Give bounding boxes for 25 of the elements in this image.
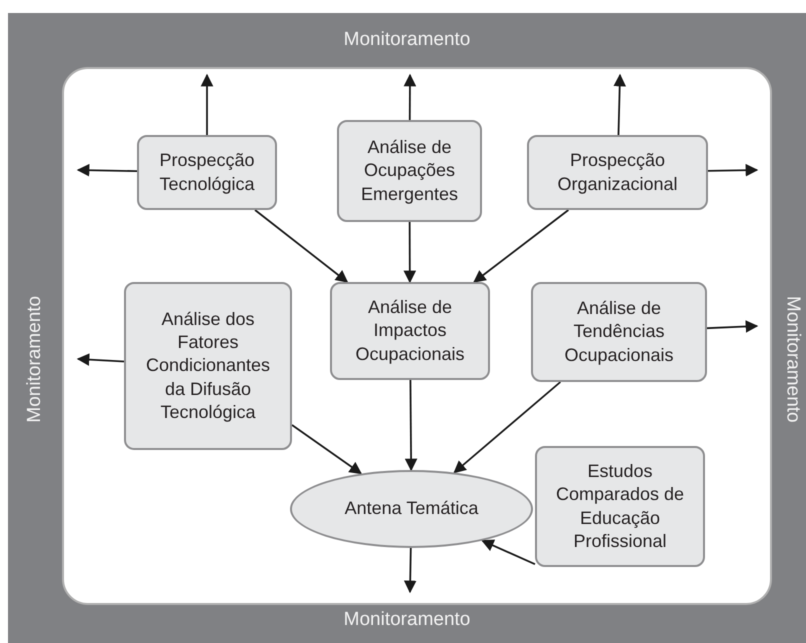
arrow <box>254 209 348 283</box>
process-box: Prospecção Tecnológica <box>137 135 277 210</box>
arrow <box>708 164 758 176</box>
arrow <box>404 222 416 284</box>
arrow <box>291 424 362 474</box>
arrow <box>481 540 536 566</box>
arrow <box>404 548 416 594</box>
band-label: Monitoramento <box>781 296 804 422</box>
arrow <box>404 380 418 472</box>
process-box: Análise de Ocupações Emergentes <box>337 120 482 222</box>
band-label: Monitoramento <box>22 296 46 422</box>
arrow <box>200 74 214 135</box>
process-box: Estudos Comparados de Educação Profissional <box>535 446 705 567</box>
process-box: Prospecção Organizacional <box>527 135 708 210</box>
process-box: Análise de Impactos Ocupacionais <box>330 282 490 380</box>
arrow <box>76 353 124 366</box>
process-box: Análise de Tendências Ocupacionais <box>531 282 707 382</box>
process-box: Análise dos Fatores Condicionantes da Difusão Tecnológica <box>124 282 292 450</box>
arrow <box>76 164 138 177</box>
band-label: Monitoramento <box>344 28 470 52</box>
arrow <box>404 74 416 120</box>
band-label: Monitoramento <box>344 608 470 632</box>
arrow <box>706 320 758 333</box>
arrow <box>473 209 569 283</box>
arrow <box>613 74 626 136</box>
